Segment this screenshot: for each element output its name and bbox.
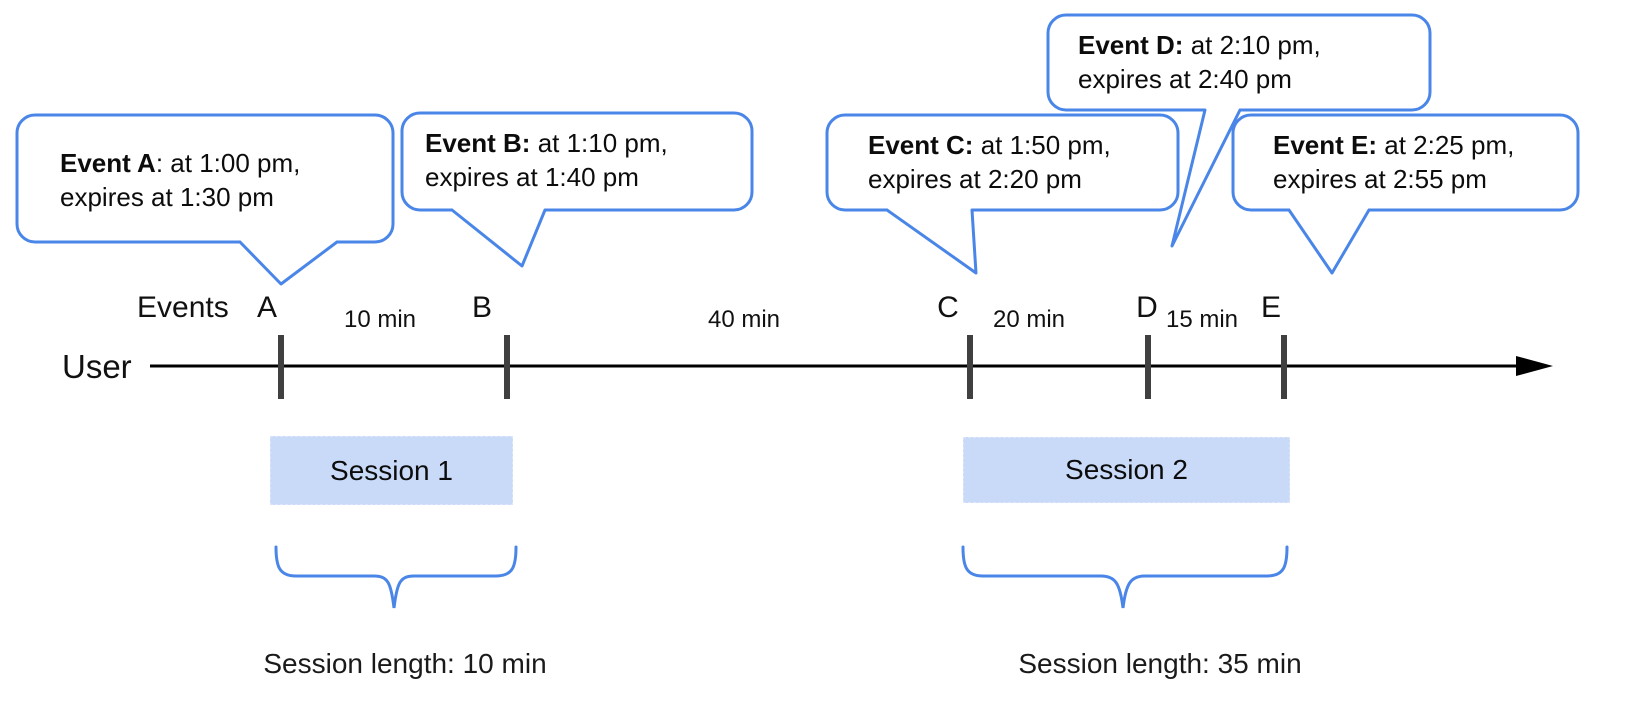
event-c-bubble-line1: Event C: at 1:50 pm,: [868, 128, 1111, 162]
event-b-letter: B: [471, 291, 493, 324]
event-d-bubble-text: Event D: at 2:10 pm, expires at 2:40 pm: [1078, 28, 1321, 96]
events-row-label: Events: [137, 291, 229, 324]
event-a-bubble-text: Event A: at 1:00 pm, expires at 1:30 pm: [60, 146, 300, 214]
event-a-letter: A: [256, 291, 278, 324]
session-1-length-caption: Session length: 10 min: [263, 648, 547, 679]
event-c-bubble-expiry: expires at 2:20 pm: [868, 164, 1082, 194]
timeline-arrowhead: [1516, 356, 1553, 376]
user-axis-label: User: [62, 348, 132, 385]
event-e-letter: E: [1260, 291, 1282, 324]
event-d-bubble-tail: [1170, 108, 1242, 248]
event-c-bubble: [825, 113, 1180, 212]
event-b-bubble-tail-fill: [452, 208, 545, 266]
event-d-bubble-time: at 2:10 pm,: [1183, 30, 1321, 60]
event-e-bubble-line1: Event E: at 2:25 pm,: [1273, 128, 1514, 162]
event-e-bubble-time: at 2:25 pm,: [1377, 130, 1515, 160]
session-1-label: Session 1: [330, 454, 453, 486]
event-e-bubble-text: Event E: at 2:25 pm, expires at 2:55 pm: [1273, 128, 1514, 196]
event-c-bubble-time: at 1:50 pm,: [973, 130, 1111, 160]
event-b-bubble-title: Event B:: [425, 128, 531, 158]
event-c-letter: C: [937, 291, 959, 324]
event-e-bubble-tail-fill: [1289, 208, 1369, 273]
interval-b-c-label: 40 min: [707, 306, 781, 333]
event-d-bubble-expiry: expires at 2:40 pm: [1078, 64, 1292, 94]
session-2-box: Session 2: [963, 437, 1290, 503]
event-d-letter: D: [1136, 291, 1158, 324]
event-b-bubble-tail: [450, 208, 547, 268]
event-e-bubble: [1231, 113, 1580, 212]
interval-a-b-label: 10 min: [343, 306, 417, 333]
event-d-bubble-line1: Event D: at 2:10 pm,: [1078, 28, 1321, 62]
event-b-bubble-expiry: expires at 1:40 pm: [425, 162, 639, 192]
event-e-bubble-title: Event E:: [1273, 130, 1378, 160]
event-a-bubble: [15, 113, 395, 244]
event-c-bubble-tail: [885, 208, 978, 275]
event-d-bubble-title: Event D:: [1078, 30, 1184, 60]
session-2-brace: [961, 545, 1289, 609]
session-2-label: Session 2: [1065, 454, 1188, 485]
event-b-bubble-text: Event B: at 1:10 pm, expires at 1:40 pm: [425, 126, 668, 194]
event-b-bubble: [400, 111, 754, 212]
event-a-bubble-title: Event A: [60, 148, 156, 178]
event-e-bubble-tail: [1287, 208, 1371, 275]
event-c-bubble-text: Event C: at 1:50 pm, expires at 2:20 pm: [868, 128, 1111, 196]
event-a-bubble-expiry: expires at 1:30 pm: [60, 182, 274, 212]
event-b-bubble-time: at 1:10 pm,: [530, 128, 668, 158]
event-b-bubble-line1: Event B: at 1:10 pm,: [425, 126, 668, 160]
session-1-box: Session 1: [270, 436, 513, 505]
interval-d-e-label: 15 min: [1165, 306, 1239, 333]
interval-c-d-label: 20 min: [992, 306, 1066, 333]
session-2-length-caption: Session length: 35 min: [1018, 648, 1302, 679]
event-a-bubble-tail: [238, 240, 339, 286]
event-a-bubble-tail-fill: [240, 240, 337, 284]
event-a-bubble-line1: Event A: at 1:00 pm,: [60, 146, 300, 180]
session-1-brace: [274, 545, 518, 609]
event-a-bubble-time: : at 1:00 pm,: [155, 148, 301, 178]
event-c-bubble-title: Event C:: [868, 130, 974, 160]
event-e-bubble-expiry: expires at 2:55 pm: [1273, 164, 1487, 194]
